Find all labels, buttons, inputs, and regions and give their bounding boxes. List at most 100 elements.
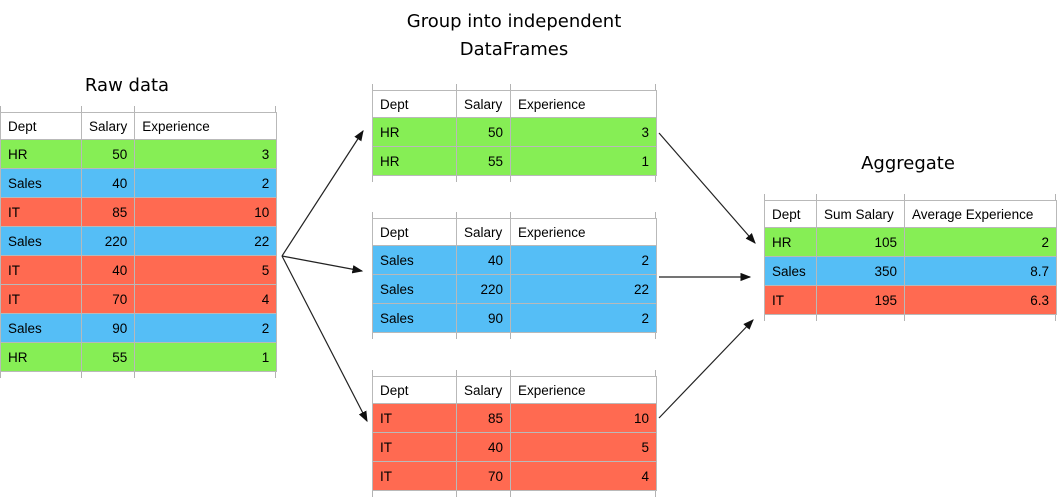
table-cell: 90 [456,303,511,333]
table-cell: HR [764,227,817,257]
grid-overhang-tick [1055,315,1056,321]
grid-overhang-tick [372,370,373,376]
table-cell: Sales [764,256,817,286]
column-header: Dept [372,90,457,118]
column-header: Experience [134,112,278,140]
column-header: Dept [0,112,82,140]
grid-overhang-tick [816,315,817,321]
group-title-line1: Group into independent [406,11,622,32]
grid-overhang-tick [81,106,82,112]
table-cell: 2 [510,303,657,333]
table-cell: Sales [372,303,457,333]
column-header: Dept [764,200,817,228]
arrow-hr-group-to-aggregate [658,132,756,244]
table-cell: 2 [134,168,278,198]
grid-overhang-tick [0,106,1,112]
grid-overhang-tick [510,212,511,218]
column-header: Salary [456,218,511,246]
grid-overhang-tick [816,194,817,200]
table-cell: 50 [456,117,511,147]
grid-overhang-tick [372,333,373,339]
table-cell: 350 [816,256,905,286]
table-cell: HR [0,342,82,372]
grid-overhang-tick [372,84,373,90]
grid-overhang-tick [0,372,1,378]
table-cell: 1 [134,342,278,372]
table-cell: 8.7 [904,256,1057,286]
grid-overhang-tick [275,106,276,112]
raw-data-title: Raw data [84,75,170,96]
grid-overhang-tick [655,176,656,182]
table-cell: IT [0,197,82,227]
table-cell: 22 [510,274,657,304]
grid-overhang-tick [456,84,457,90]
grid-overhang-tick [81,372,82,378]
table-cell: 22 [134,226,278,256]
column-header: Salary [80,112,136,140]
column-header: Dept [372,218,457,246]
table-cell: 3 [134,139,278,169]
column-header: Dept [372,376,457,404]
table-cell: 10 [134,197,278,227]
grid-overhang-tick [275,372,276,378]
column-header: Salary [456,90,511,118]
table-cell: IT [372,432,457,462]
grid-overhang-tick [904,194,905,200]
grid-overhang-tick [904,315,905,321]
table-cell: 90 [80,313,136,343]
table-cell: IT [372,403,457,433]
table-cell: IT [372,461,457,491]
table-cell: Sales [372,274,457,304]
table-cell: 2 [510,245,657,275]
arrow-it-group-to-aggregate [658,319,754,419]
table-cell: 40 [456,245,511,275]
grid-overhang-tick [456,333,457,339]
table-cell: 55 [456,146,511,176]
grid-overhang-tick [510,333,511,339]
table-cell: 220 [456,274,511,304]
table-cell: HR [0,139,82,169]
table-cell: 2 [134,313,278,343]
column-header: Average Experience [904,200,1057,228]
group-title-line2: DataFrames [459,39,569,60]
table-cell: HR [372,117,457,147]
grid-overhang-tick [655,370,656,376]
arrow-raw-to-hr-group [281,129,364,257]
grid-overhang-tick [456,491,457,497]
table-cell: 55 [80,342,136,372]
table-cell: 1 [510,146,657,176]
grid-overhang-tick [134,372,135,378]
arrow-raw-to-sales-group [281,255,364,274]
aggregate-title: Aggregate [861,153,955,174]
table-cell: IT [0,255,82,285]
table-cell: 85 [80,197,136,227]
group-title: Group into independent DataFrames [407,8,622,64]
grid-overhang-tick [510,370,511,376]
